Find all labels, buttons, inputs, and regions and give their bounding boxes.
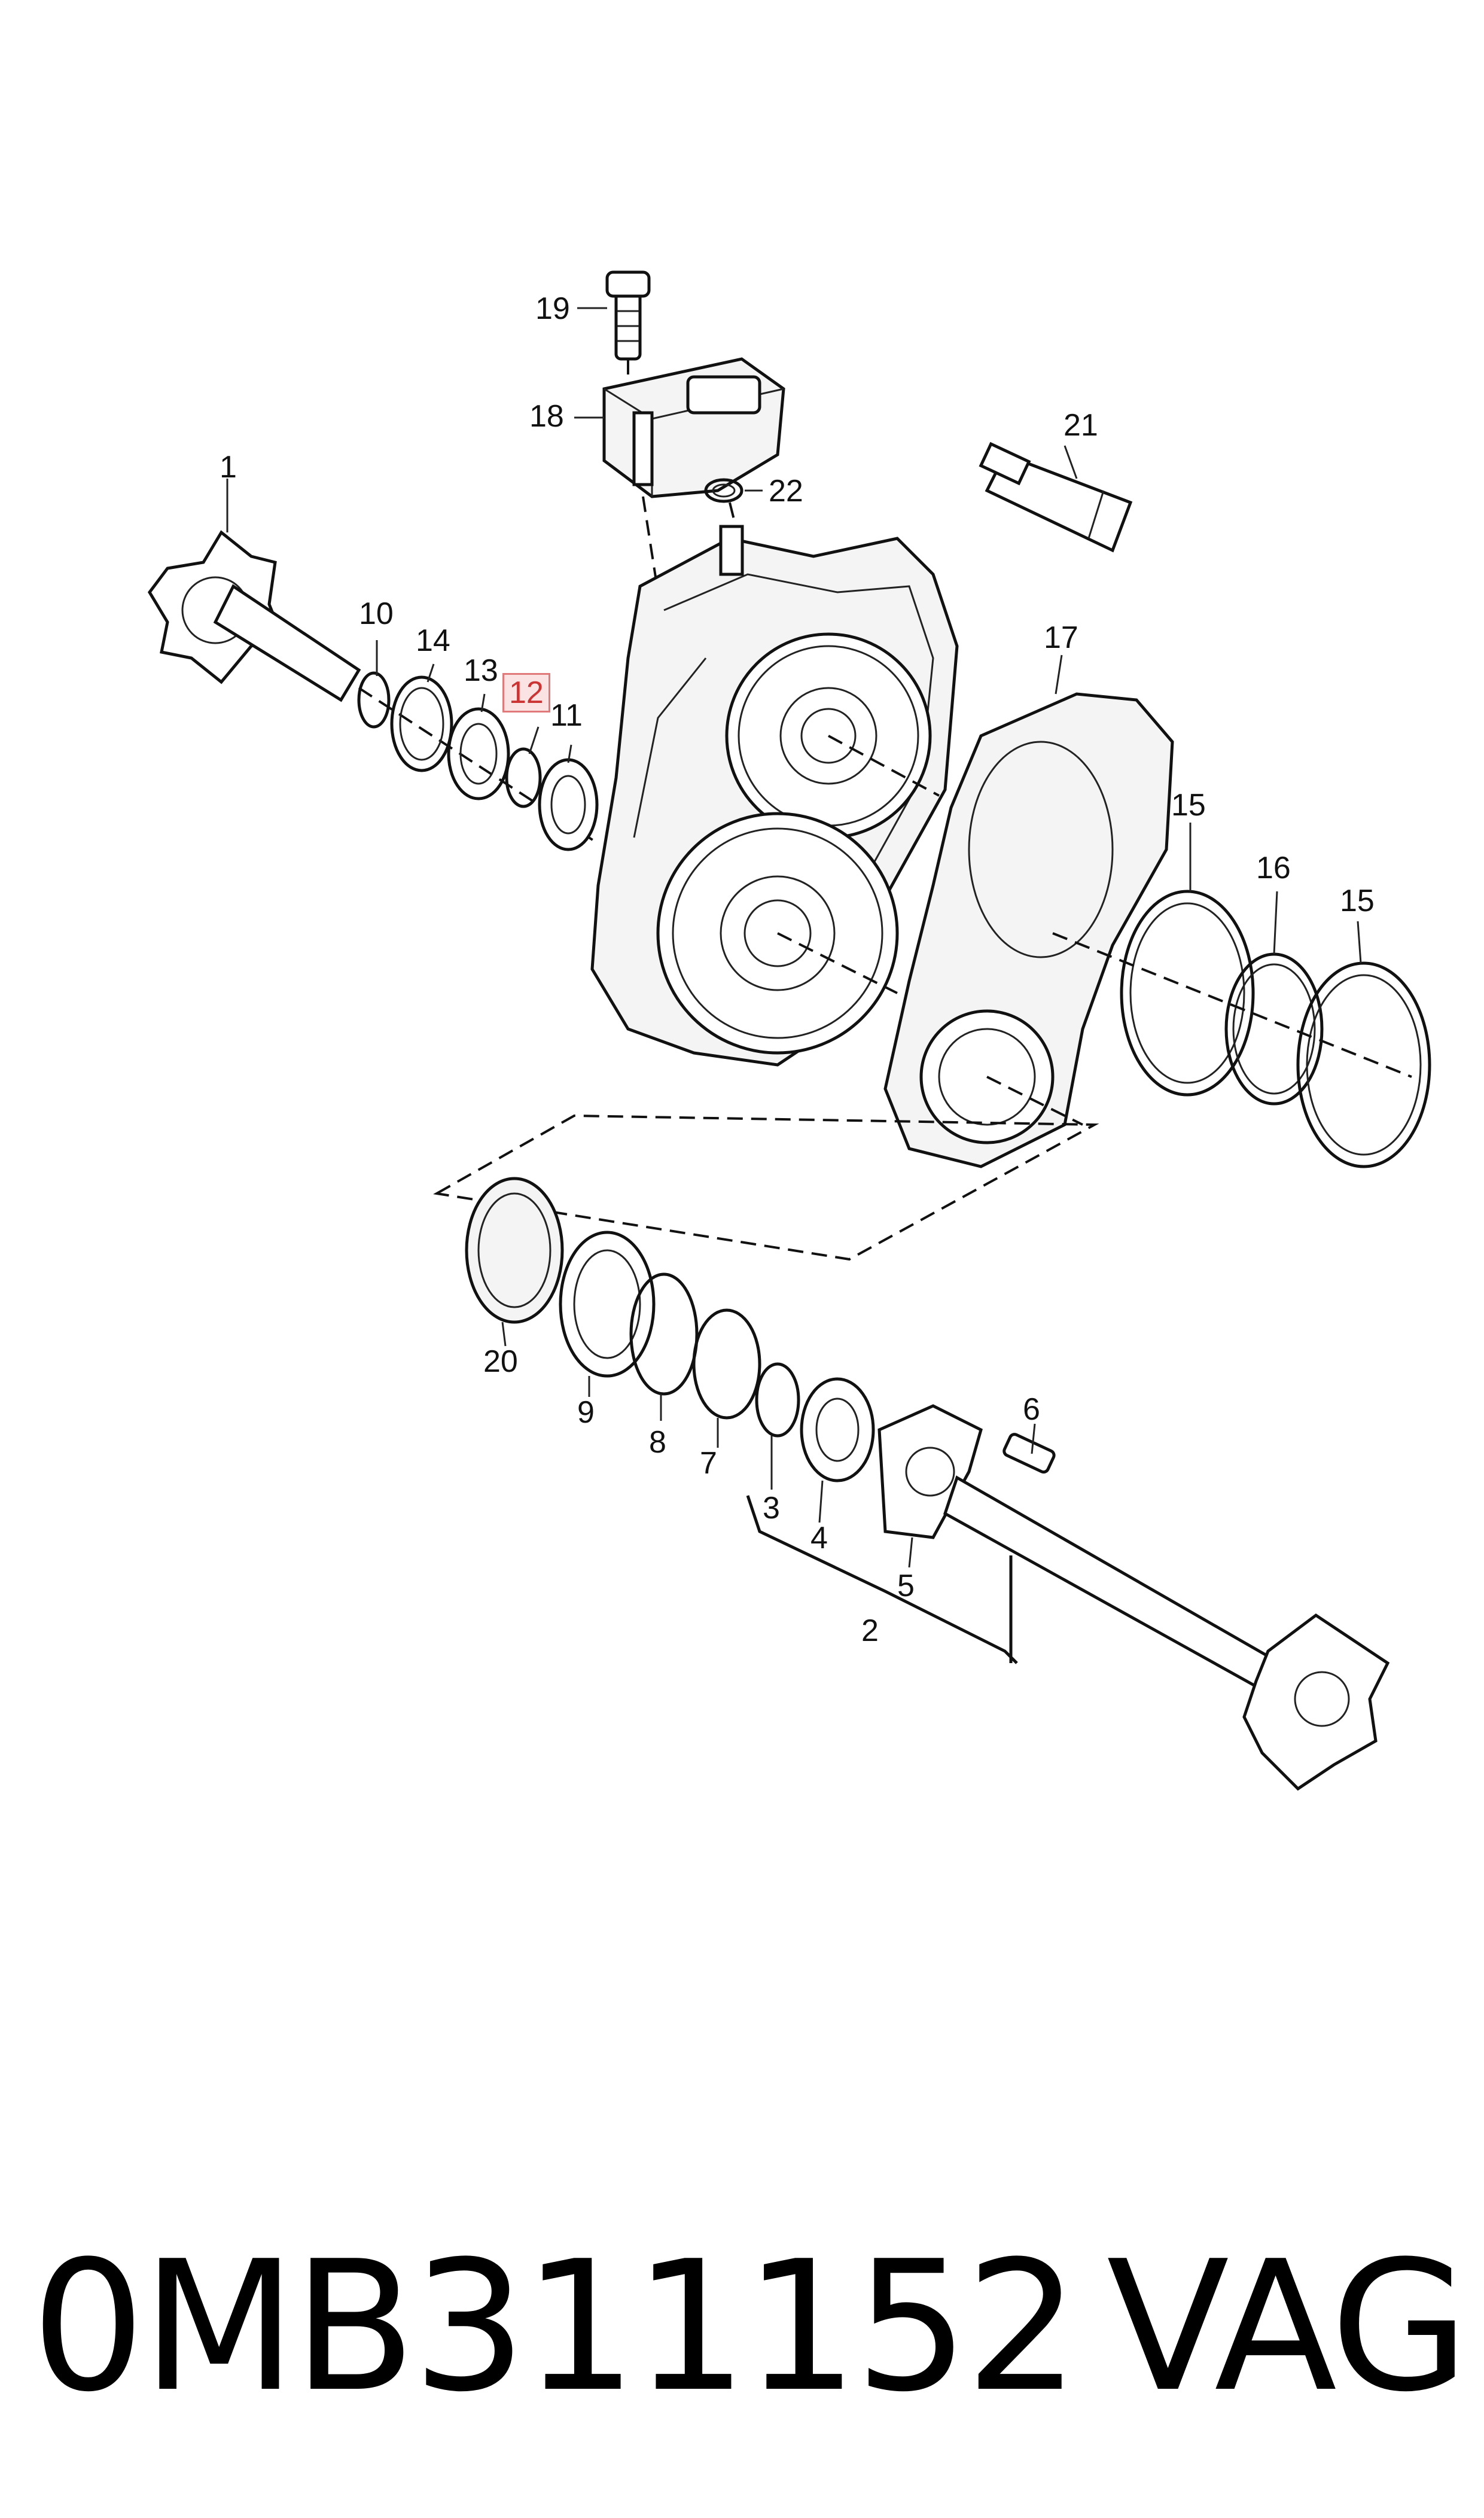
left-seal-stack: [357, 671, 599, 851]
callout-18: 18: [529, 399, 564, 434]
callout-3: 3: [763, 1491, 780, 1526]
callout-5: 5: [897, 1569, 915, 1603]
callout-21: 21: [1064, 408, 1098, 443]
callout-16: 16: [1256, 851, 1291, 885]
sealant-tube-21: [979, 442, 1133, 553]
callout-20: 20: [483, 1344, 518, 1379]
callout-13: 13: [464, 653, 498, 688]
part-number: 0MB311152: [31, 2222, 1080, 2431]
callout-15b: 15: [1340, 884, 1375, 918]
lower-part-stack: [465, 1177, 1390, 1791]
callout-22: 22: [769, 474, 803, 509]
o-ring-22: [704, 478, 743, 527]
callout-2: 2: [861, 1613, 879, 1648]
callout-17: 17: [1044, 620, 1078, 655]
assembly-frame: [433, 1114, 1099, 1261]
cover-17: [883, 692, 1174, 1168]
brand-name: VAG: [1107, 2222, 1469, 2431]
callout-9: 9: [577, 1395, 595, 1430]
bolt-19: [605, 270, 651, 395]
callout-19: 19: [535, 291, 570, 326]
callout-14: 14: [416, 623, 450, 658]
gearbox-housing: [590, 525, 959, 1067]
actuator-module-18: [602, 357, 785, 593]
leader-lines: [226, 307, 1362, 1568]
callout-1: 1: [220, 450, 237, 485]
callout-10: 10: [359, 596, 394, 631]
callout-11: 11: [550, 698, 583, 733]
callout-7: 7: [700, 1446, 717, 1481]
callout-15a: 15: [1171, 788, 1206, 823]
callout-8: 8: [649, 1425, 666, 1460]
flange-shaft-1: [147, 530, 599, 845]
callout-4: 4: [810, 1521, 828, 1555]
callout-12-highlighted: 12: [502, 673, 550, 713]
right-ring-stack: [1052, 890, 1431, 1168]
callout-6: 6: [1023, 1392, 1040, 1427]
